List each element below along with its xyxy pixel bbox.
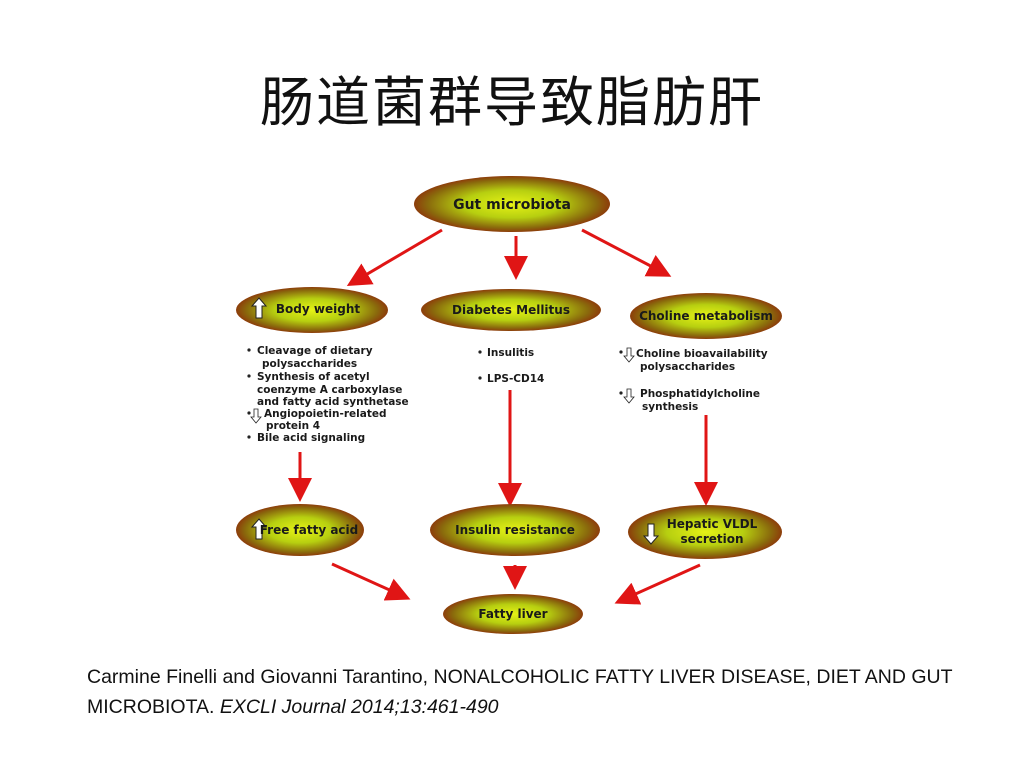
node-insulin-resistance: Insulin resistance [430,504,600,556]
list-item: and fatty acid synthetase [257,396,409,408]
slide-title: 肠道菌群导致脂肪肝 [260,71,764,134]
svg-text:Body weight: Body weight [276,302,360,316]
down-arrow-icon [623,388,635,404]
svg-text:secretion: secretion [680,532,743,546]
node-free-fatty-acid: Free fatty acid [236,504,364,556]
node-gut-microbiota: Gut microbiota [414,176,610,232]
citation-journal: EXCLI Journal 2014;13:461-490 [219,696,499,718]
node-body-weight: Body weight [236,287,388,333]
citation: Carmine Finelli and Giovanni Tarantino, … [87,662,967,722]
choline-mechanisms-list: Choline bioavailability polysaccharides … [619,347,768,413]
node-choline-metabolism: Choline metabolism [630,293,782,339]
up-arrow-icon [250,297,268,319]
arrow-vldl-to-fatty-liver [614,563,701,605]
list-item: Synthesis of acetyl [257,371,370,383]
down-arrow-icon [623,347,635,363]
list-item: Insulitis [487,347,534,359]
svg-text:Hepatic VLDL: Hepatic VLDL [667,517,758,531]
node-diabetes-mellitus: Diabetes Mellitus [421,289,601,331]
list-item: synthesis [642,401,698,413]
node-fatty-liver: Fatty liver [443,594,583,634]
list-item: Choline bioavailability [636,348,768,360]
list-item: coenzyme A carboxylase [257,384,402,396]
list-item: Phosphatidylcholine [640,388,760,400]
body-weight-mechanisms-list: Cleavage of dietary polysaccharides Synt… [247,345,409,444]
arrow-gut-to-choline [581,228,672,277]
citation-text: Carmine Finelli and Giovanni Tarantino, … [87,666,953,718]
list-item: polysaccharides [262,358,357,370]
svg-text:Gut microbiota: Gut microbiota [453,197,571,213]
list-item: Cleavage of dietary [257,345,373,357]
arrow-ffa-to-fatty-liver [331,562,411,601]
down-arrow-icon [642,523,660,545]
svg-text:Insulin resistance: Insulin resistance [455,523,575,537]
list-item: Angiopoietin-related [264,408,386,420]
arrow-gut-to-body-weight [346,228,443,287]
svg-text:Free fatty acid: Free fatty acid [260,523,359,537]
list-item: polysaccharides [640,361,735,373]
svg-text:Choline metabolism: Choline metabolism [639,309,773,323]
list-item: LPS-CD14 [487,373,544,385]
diabetes-mechanisms-list: Insulitis LPS-CD14 [478,347,544,385]
list-item: protein 4 [266,420,320,432]
svg-text:Fatty liver: Fatty liver [478,607,547,621]
list-item: Bile acid signaling [257,432,365,444]
node-hepatic-vldl-secretion: Hepatic VLDL secretion [628,505,782,559]
down-arrow-icon [250,408,262,424]
svg-text:Diabetes Mellitus: Diabetes Mellitus [452,303,570,317]
up-arrow-icon [250,518,268,540]
